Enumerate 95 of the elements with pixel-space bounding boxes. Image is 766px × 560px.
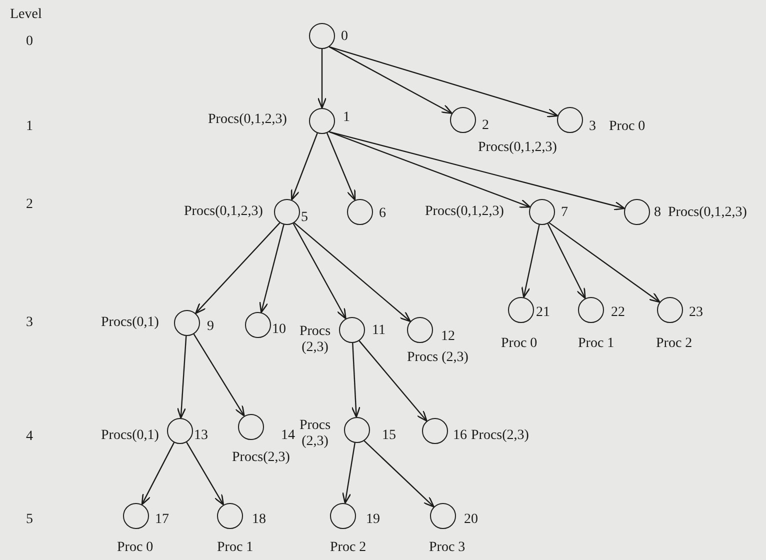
arrow <box>186 442 224 506</box>
node-label: 15 <box>382 428 396 444</box>
circle-node <box>422 418 448 444</box>
node-label: 0 <box>341 29 348 45</box>
circle-node <box>238 414 264 440</box>
node-label: 21 <box>536 305 550 321</box>
node-label: Procs(0,1) <box>101 315 159 331</box>
circle-node <box>344 417 370 443</box>
arrow <box>328 46 452 114</box>
node-label: Procs (2,3) <box>298 418 332 450</box>
arrow <box>364 440 434 508</box>
circle-node <box>274 199 300 225</box>
circle-node <box>624 199 650 225</box>
circle-node <box>217 503 243 529</box>
node-label: Procs(0,1) <box>101 428 159 444</box>
node-label: 20 <box>464 512 478 528</box>
arrow <box>193 334 245 417</box>
arrow <box>259 224 284 314</box>
level-number: 3 <box>26 315 33 331</box>
arrow <box>329 46 558 118</box>
circle-node <box>407 317 433 343</box>
node-label: 23 <box>689 305 703 321</box>
node-label: Proc 0 <box>117 540 154 556</box>
circle-node <box>557 107 583 133</box>
node-label: 19 <box>366 512 380 528</box>
circle-node <box>123 503 149 529</box>
arrow <box>317 49 327 109</box>
node-label: 12 <box>441 329 455 345</box>
node-label: 6 <box>379 206 386 222</box>
node-label: Procs(0,1,2,3) <box>668 205 747 221</box>
node-label: Proc 2 <box>656 336 692 352</box>
node-label: 8 <box>654 205 661 221</box>
node-label: 5 <box>301 210 308 226</box>
arrow <box>329 131 531 208</box>
circle-node <box>245 312 271 338</box>
circle-node <box>430 503 456 529</box>
node-label: Proc 1 <box>578 336 614 352</box>
circle-node <box>309 23 335 49</box>
node-label: Proc 1 <box>217 540 254 556</box>
circle-node <box>309 108 335 134</box>
circle-node <box>657 297 683 323</box>
level-number: 5 <box>26 512 33 528</box>
node-label: Procs(2,3) <box>471 428 529 444</box>
node-label: Procs (2,3) <box>298 324 332 356</box>
node-label: Procs(0,1,2,3) <box>208 112 287 128</box>
node-label: Proc 3 <box>429 540 466 556</box>
arrow <box>176 336 187 419</box>
node-label: Procs(0,1,2,3) <box>425 204 504 220</box>
node-label: Proc 0 <box>609 119 646 135</box>
node-label: 18 <box>252 512 266 528</box>
node-label: Proc 0 <box>501 336 538 352</box>
circle-node <box>330 503 356 529</box>
node-label: Procs (2,3) <box>407 350 468 366</box>
node-label: Proc 2 <box>330 540 366 556</box>
arrow <box>351 342 360 418</box>
node-label: Procs(0,1,2,3) <box>478 140 557 156</box>
node-label: 22 <box>611 305 625 321</box>
node-label: 3 <box>589 119 596 135</box>
circle-node <box>167 418 193 444</box>
axis-title: Level <box>10 7 42 23</box>
arrow <box>358 340 428 422</box>
node-label: 10 <box>272 322 286 338</box>
arrow <box>548 222 660 303</box>
node-label: Procs(2,3) <box>232 450 290 466</box>
circle-node <box>529 199 555 225</box>
circle-node <box>174 310 200 336</box>
arrow <box>141 442 175 506</box>
level-number: 4 <box>26 429 33 445</box>
circle-node <box>508 297 534 323</box>
circle-node <box>450 107 476 133</box>
circle-node <box>339 317 365 343</box>
node-label: 7 <box>561 205 568 221</box>
arrow <box>329 131 626 210</box>
node-label: 1 <box>343 110 350 126</box>
arrow <box>292 223 346 320</box>
node-label: 11 <box>372 323 386 339</box>
node-label: 2 <box>482 118 489 134</box>
arrow <box>290 132 318 201</box>
node-label: 14 <box>281 428 295 444</box>
node-label: 9 <box>207 319 214 335</box>
circle-node <box>578 297 604 323</box>
level-number: 2 <box>26 197 33 213</box>
arrow <box>195 222 280 314</box>
arrow <box>342 442 356 504</box>
circle-node <box>347 199 373 225</box>
node-label: 17 <box>155 512 169 528</box>
arrow <box>521 224 540 298</box>
node-label: 13 <box>194 428 208 444</box>
arrow <box>294 222 411 322</box>
node-label: 16 <box>453 428 467 444</box>
arrow <box>326 132 356 201</box>
node-label: Procs(0,1,2,3) <box>184 204 263 220</box>
arrow <box>547 223 586 300</box>
level-number: 1 <box>26 119 33 135</box>
level-number: 0 <box>26 34 33 50</box>
